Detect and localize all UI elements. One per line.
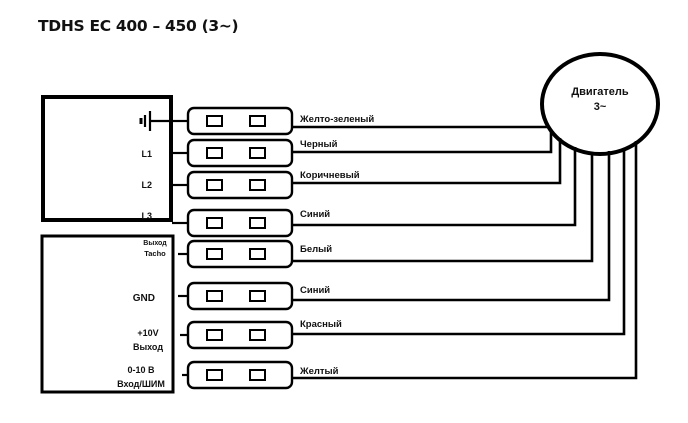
- wire: Белый: [292, 152, 594, 263]
- terminal-label-l3: L3: [141, 211, 152, 221]
- screw-terminal-icon: [206, 115, 223, 127]
- terminal-label-l2: L2: [141, 180, 152, 190]
- power-terminal-block: [41, 95, 173, 222]
- wire-color-label: Белый: [300, 244, 332, 255]
- connector-body: [186, 320, 294, 350]
- motor-label: Двигатель: [571, 86, 629, 98]
- terminal-label-10v-2: Выход: [133, 342, 163, 352]
- control-terminal-block: [40, 234, 175, 394]
- screw-terminal-icon: [206, 217, 223, 229]
- wire-color-label: Желто-зеленый: [299, 114, 374, 125]
- screw-terminal-icon: [206, 179, 223, 191]
- screw-terminal-icon: [249, 147, 266, 159]
- screw-terminal-icon: [206, 369, 223, 381]
- screw-terminal-icon: [206, 147, 223, 159]
- terminal-connector: [172, 208, 294, 238]
- screw-terminal-icon: [206, 290, 223, 302]
- terminal-label-tacho-2: Tacho: [144, 249, 166, 258]
- wire-color-label: Коричневый: [300, 170, 360, 181]
- screw-terminal-icon: [249, 369, 266, 381]
- screw-terminal-icon: [249, 179, 266, 191]
- wire-color-label: Желтый: [299, 366, 339, 377]
- connector-body: [186, 170, 294, 200]
- connector-body: [186, 106, 294, 136]
- screw-terminal-icon: [206, 248, 223, 260]
- motor: Двигатель 3~: [540, 52, 660, 156]
- screw-terminal-icon: [249, 329, 266, 341]
- wire: Желто-зеленый: [292, 114, 548, 129]
- terminal-connector: [178, 281, 294, 311]
- terminal-connector: [180, 320, 294, 350]
- terminal-connector: [172, 106, 294, 136]
- terminal-label-tacho-1: Выход: [143, 240, 167, 247]
- connector-body: [186, 360, 294, 390]
- connector-body: [186, 208, 294, 238]
- wire-color-label: Синий: [300, 209, 330, 220]
- terminal-label-pwm-2: Вход/ШИМ: [117, 379, 165, 389]
- wire: Черный: [292, 129, 553, 154]
- wire: Желтый: [292, 141, 638, 380]
- wire: Синий: [292, 151, 611, 302]
- terminal-connector: [172, 138, 294, 168]
- motor-phase-label: 3~: [594, 101, 607, 113]
- terminal-label-l1: L1: [141, 149, 152, 159]
- terminal-label-gnd: GND: [133, 293, 155, 304]
- screw-terminal-icon: [249, 115, 266, 127]
- wire-color-label: Синий: [300, 285, 330, 296]
- screw-terminal-icon: [206, 329, 223, 341]
- wire: Коричневый: [292, 138, 562, 185]
- screw-terminal-icon: [249, 290, 266, 302]
- diagram-title: TDHS EC 400 – 450 (3~): [38, 17, 239, 35]
- connector-body: [186, 281, 294, 311]
- terminal-connector: [182, 360, 294, 390]
- wire-color-label: Красный: [300, 319, 342, 330]
- ground-icon: [139, 111, 171, 131]
- wire-color-label: Черный: [300, 139, 338, 150]
- terminal-label-pwm-1: 0-10 В: [127, 365, 155, 375]
- screw-terminal-icon: [249, 217, 266, 229]
- terminal-label-10v-1: +10V: [137, 328, 158, 338]
- connector-body: [186, 239, 294, 269]
- terminal-connector: [172, 170, 294, 200]
- wire: Синий: [292, 147, 577, 227]
- connector-body: [186, 138, 294, 168]
- wire: Красный: [292, 148, 626, 336]
- screw-terminal-icon: [249, 248, 266, 260]
- terminal-connector: [178, 239, 294, 269]
